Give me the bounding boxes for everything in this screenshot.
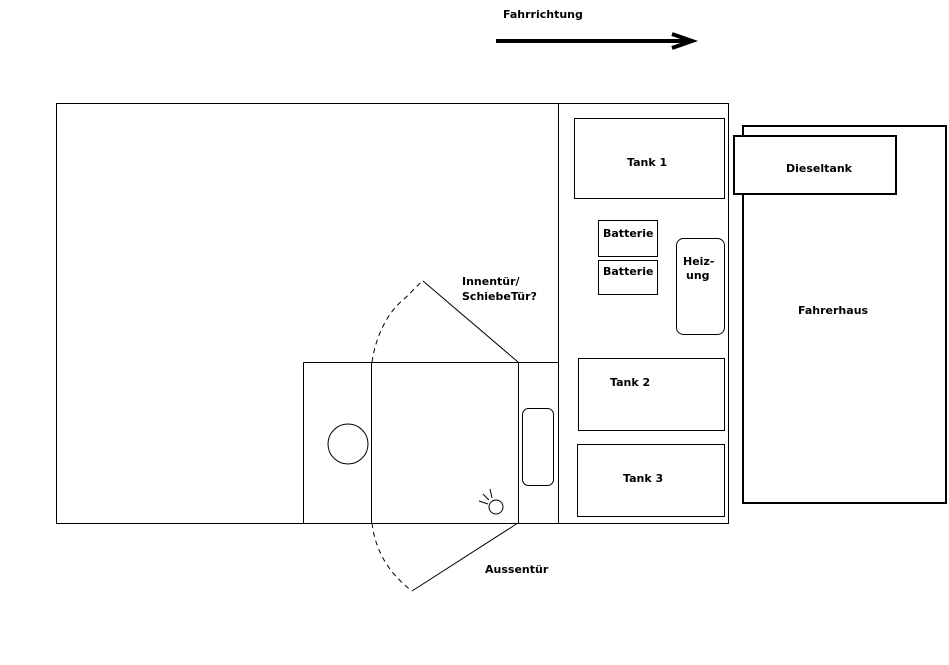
battery1-box [598,220,658,257]
tank2-label: Tank 2 [610,376,650,389]
tank1-label: Tank 1 [627,156,667,169]
outer-door-label: Aussentür [485,563,549,576]
tank3-label: Tank 3 [623,472,663,485]
inner-door-swing [371,280,519,363]
tank3-box [577,444,725,517]
inner-door-label-line2: SchiebeTür? [462,290,537,303]
battery1-label: Batterie [603,227,653,240]
direction-label: Fahrrichtung [503,8,583,21]
battery2-label: Batterie [603,265,653,278]
battery2-box [598,260,658,295]
direction-arrow-icon [496,32,699,50]
dieseltank-label: Dieseltank [786,162,853,175]
cab-label: Fahrerhaus [798,304,869,317]
inner-door-label-line1: Innentür/ [462,275,521,288]
heater-label-line1: Heiz- [683,255,714,268]
outer-door-swing [371,522,519,592]
vehicle-body-outline [56,103,729,524]
heater-label-line2: ung [686,269,710,282]
shower-icon [478,488,504,515]
sink-icon [522,408,554,486]
heater-box [676,238,725,335]
toilet-icon [327,423,369,465]
tank2-box [578,358,725,431]
dieseltank-box [733,135,897,195]
bathroom-cell [303,362,559,524]
tank1-box [574,118,725,199]
cab-outline [742,125,947,504]
